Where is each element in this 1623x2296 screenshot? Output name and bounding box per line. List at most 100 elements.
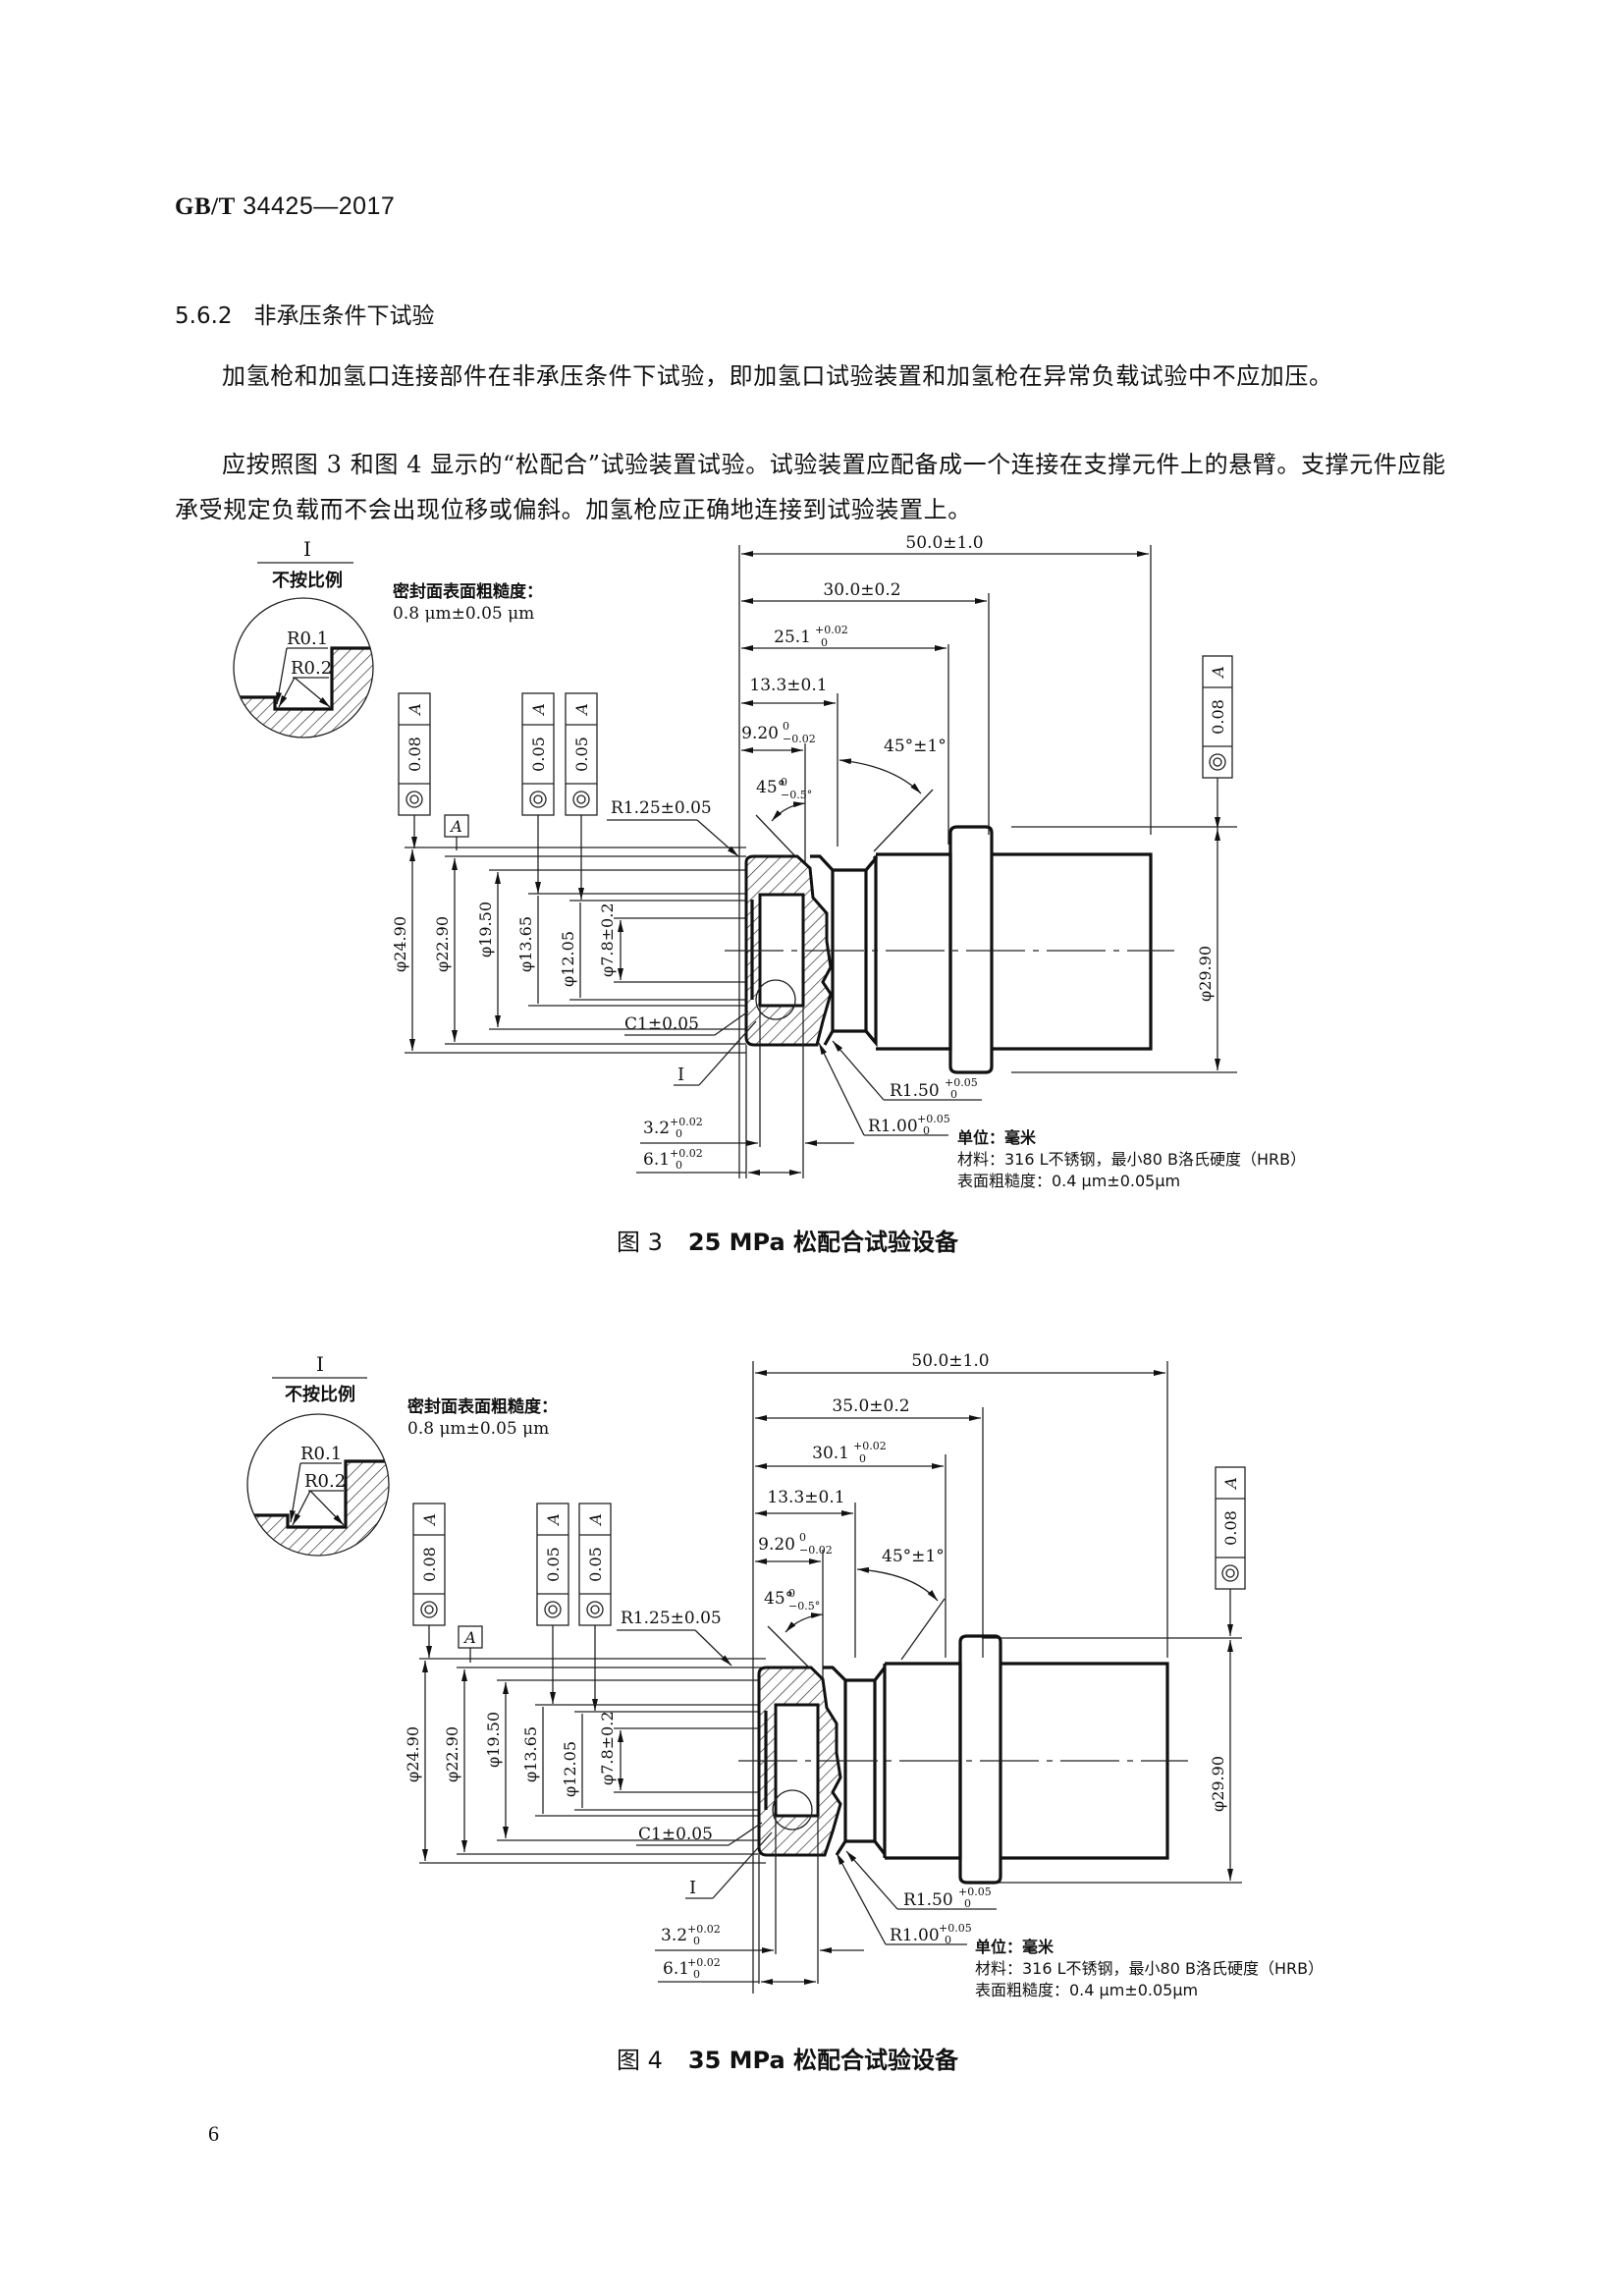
svg-text:A: A — [406, 703, 424, 717]
dim-d2490: φ24.90 — [404, 1726, 422, 1782]
dim-w61: 6.1 — [663, 1959, 689, 1979]
dim-c1: C1±0.05 — [624, 1014, 699, 1034]
svg-text:+0.02: +0.02 — [670, 1116, 703, 1128]
dim-overall-length: 50.0±1.0 — [905, 533, 983, 553]
svg-text:+0.02: +0.02 — [853, 1440, 887, 1452]
figure-4-drawing: I 不按比例 R0.1 R0.2 密封面表面粗糙度： 0.8 μm±0.05 μ… — [246, 1351, 1324, 1999]
svg-text:0: 0 — [799, 1531, 806, 1544]
svg-text:0.05: 0.05 — [529, 737, 548, 772]
tolerance-frame-1: A 0.08 — [412, 1503, 446, 1658]
svg-text:A: A — [1209, 666, 1227, 680]
note-roughness: 表面粗糙度：0.4 μm±0.05μm — [957, 1172, 1180, 1190]
svg-text:+0.05: +0.05 — [939, 1922, 972, 1935]
svg-text:A: A — [544, 1513, 563, 1527]
svg-text:A: A — [572, 703, 591, 717]
dim-c1: C1±0.05 — [638, 1825, 713, 1844]
dim-r125: R1.25±0.05 — [611, 798, 712, 818]
note-material: 材料：316 L不锈钢，最小80 B洛氏硬度（HRB） — [975, 1959, 1324, 1978]
dim-d1205: φ12.05 — [561, 1741, 579, 1797]
detail-view-i: I 不按比例 R0.1 R0.2 — [233, 537, 374, 738]
dim-angle-2: 45° — [756, 778, 785, 797]
section-title: 非承压条件下试验 — [253, 303, 435, 329]
tolerance-frame-1: A 0.08 — [398, 692, 431, 848]
svg-text:0.08: 0.08 — [420, 1547, 439, 1582]
dim-angle-2: 45° — [764, 1589, 793, 1609]
dim-length-4: 13.3±0.1 — [767, 1488, 844, 1507]
dim-length-3: 25.1 — [774, 628, 811, 647]
dim-w32: 3.2 — [661, 1926, 687, 1945]
svg-text:A: A — [529, 703, 548, 717]
svg-text:0.08: 0.08 — [1221, 1510, 1240, 1546]
svg-text:+0.05: +0.05 — [917, 1113, 950, 1125]
dim-d78: φ7.8±0.2 — [598, 1712, 617, 1786]
figure-4-number: 图 4 — [617, 2047, 663, 2074]
svg-text:I: I — [303, 537, 311, 561]
dim-d1205: φ12.05 — [559, 931, 577, 987]
svg-text:I: I — [316, 1352, 324, 1376]
svg-text:A: A — [586, 1513, 605, 1527]
svg-text:0: 0 — [821, 636, 828, 649]
svg-text:不按比例: 不按比例 — [272, 570, 343, 591]
seal-roughness-value: 0.8 μm±0.05 μm — [407, 1419, 549, 1439]
svg-text:R0.2: R0.2 — [304, 1471, 346, 1492]
datum-a: A — [449, 817, 462, 836]
dim-r150: R1.50 — [890, 1081, 940, 1101]
svg-text:0: 0 — [676, 1159, 682, 1172]
dim-d2290: φ22.90 — [443, 1726, 461, 1782]
svg-text:0: 0 — [945, 1934, 951, 1946]
dim-d2990: φ29.90 — [1196, 946, 1215, 1002]
tolerance-frame-4: A 0.08 — [1215, 1466, 1246, 1636]
figure-4-caption: 图 4 35 MPa 松配合试验设备 — [617, 2041, 958, 2075]
dim-angle-1: 45°±1° — [882, 1547, 945, 1566]
svg-text:R0.2: R0.2 — [291, 658, 332, 679]
tolerance-frame-3: A 0.05 — [565, 692, 598, 900]
svg-text:0: 0 — [783, 720, 789, 733]
svg-text:R0.1: R0.1 — [300, 1444, 342, 1464]
part-profile — [725, 825, 1174, 1074]
svg-text:0: 0 — [950, 1088, 957, 1101]
dim-length-2: 35.0±0.2 — [832, 1396, 909, 1416]
dim-d2490: φ24.90 — [391, 916, 409, 972]
svg-text:0.05: 0.05 — [544, 1547, 563, 1582]
tolerance-frame-4: A 0.08 — [1202, 655, 1233, 829]
dim-angle-1: 45°±1° — [884, 737, 947, 756]
svg-text:0.05: 0.05 — [572, 737, 591, 772]
dim-d1365: φ13.65 — [521, 1726, 540, 1782]
dim-r100: R1.00 — [868, 1117, 918, 1136]
dim-d78: φ7.8±0.2 — [598, 903, 617, 978]
dim-r150: R1.50 — [903, 1890, 953, 1910]
svg-text:0.08: 0.08 — [1209, 699, 1227, 735]
dim-r125: R1.25±0.05 — [621, 1609, 722, 1628]
dim-r100: R1.00 — [890, 1926, 940, 1945]
dim-w32: 3.2 — [643, 1119, 670, 1138]
dim-length-3: 30.1 — [812, 1444, 849, 1463]
note-unit: 单位：毫米 — [957, 1128, 1037, 1147]
dim-d1950: φ19.50 — [476, 902, 495, 957]
datum-a: A — [462, 1628, 476, 1647]
svg-text:−0.02: −0.02 — [799, 1544, 833, 1557]
seal-roughness-value: 0.8 μm±0.05 μm — [393, 604, 534, 624]
svg-text:0.08: 0.08 — [406, 737, 424, 772]
note-material: 材料：316 L不锈钢，最小80 B洛氏硬度（HRB） — [957, 1150, 1306, 1169]
dim-length-2: 30.0±0.2 — [823, 580, 900, 600]
standard-number: 34425—2017 — [243, 192, 396, 220]
note-roughness: 表面粗糙度：0.4 μm±0.05μm — [975, 1981, 1198, 1999]
svg-text:+0.02: +0.02 — [670, 1147, 703, 1160]
svg-text:0: 0 — [788, 1587, 795, 1600]
svg-text:0: 0 — [693, 1935, 700, 1947]
svg-text:A: A — [1221, 1477, 1240, 1491]
section-marker-i: I — [689, 1878, 696, 1898]
tolerance-frame-2: A 0.05 — [521, 692, 555, 894]
svg-text:+0.02: +0.02 — [687, 1956, 721, 1969]
svg-text:0: 0 — [693, 1968, 700, 1981]
paragraph-1: 加氢枪和加氢口连接部件在非承压条件下试验，即加氢口试验装置和加氢枪在异常负载试验… — [222, 362, 1333, 390]
part-profile — [738, 1634, 1188, 1885]
svg-text:R0.1: R0.1 — [287, 629, 328, 649]
dim-length-5: 9.20 — [758, 1535, 795, 1555]
svg-text:−0.02: −0.02 — [783, 733, 816, 745]
note-unit: 单位：毫米 — [975, 1938, 1055, 1956]
figure-3-number: 图 3 — [617, 1229, 663, 1256]
figure-4-title: 35 MPa 松配合试验设备 — [687, 2047, 959, 2074]
